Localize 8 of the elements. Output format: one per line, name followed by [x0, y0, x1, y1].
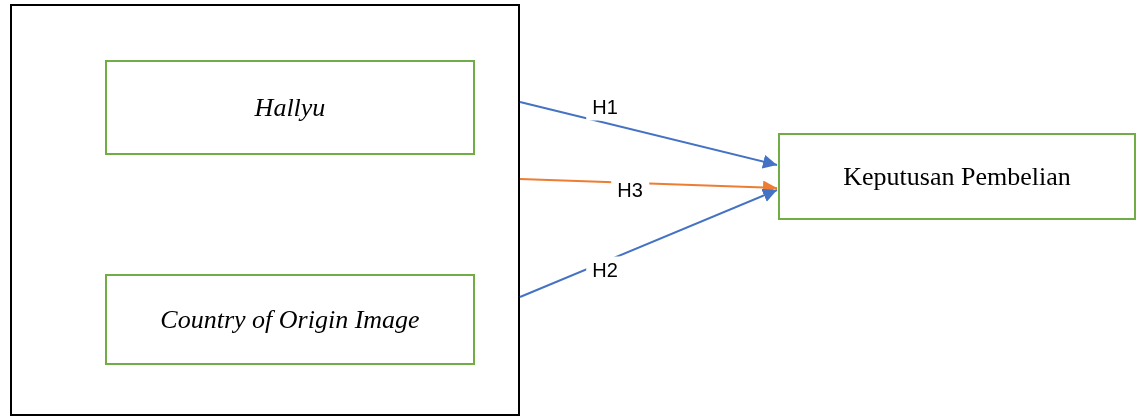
variable-label: Hallyu [254, 92, 326, 123]
variable-box [105, 274, 475, 365]
arrow [519, 101, 778, 169]
variable-box [778, 133, 1136, 220]
framing-box [10, 4, 520, 416]
variable-box [105, 60, 475, 155]
variable-label: Keputusan Pembelian [843, 161, 1071, 192]
variable-label: Country of Origin Image [160, 304, 420, 335]
